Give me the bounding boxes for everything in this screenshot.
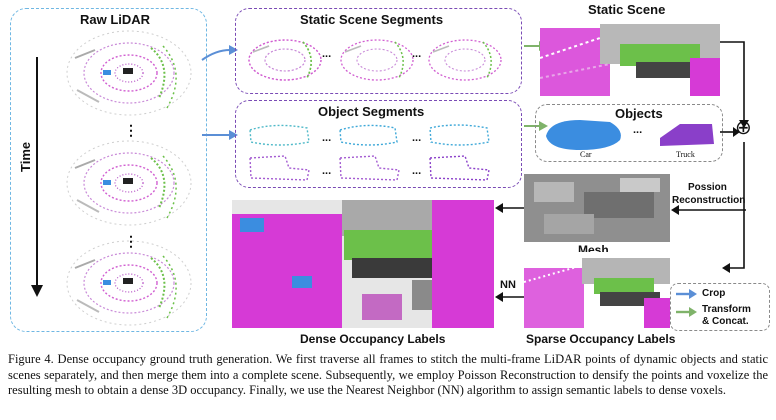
- static-scene-segments-label: Static Scene Segments: [300, 12, 444, 27]
- plus-symbol: ⊕: [735, 117, 752, 139]
- mesh-image: [524, 174, 670, 242]
- obj-seg-ellipsis-2: ...: [412, 132, 422, 144]
- static-scene-segments-box: [235, 8, 522, 94]
- static-seg-ellipsis-1: ...: [322, 48, 332, 60]
- nn-label: NN: [500, 279, 516, 291]
- objects-box: [535, 104, 723, 162]
- sparse-occupancy-image: [524, 252, 670, 328]
- time-axis: [31, 57, 43, 297]
- time-label: Time: [18, 141, 33, 172]
- figure-caption: Figure 4. Dense occupancy ground truth g…: [8, 352, 768, 397]
- dense-occupancy-label: Dense Occupancy Labels: [300, 332, 446, 346]
- legend-transform-label: Transform: [702, 304, 751, 315]
- truck-label: Truck: [676, 150, 695, 159]
- static-scene-label: Static Scene: [588, 2, 666, 17]
- objects-ellipsis: ...: [633, 124, 643, 136]
- crop-arrows: [201, 45, 238, 140]
- lidar-frames: [66, 30, 192, 326]
- legend-transform-arrow: [676, 307, 697, 317]
- objects-image: [546, 120, 714, 150]
- raw-lidar-box: [10, 8, 207, 332]
- legend-crop-label: Crop: [702, 288, 726, 299]
- obj-seg-ellipsis-3: ...: [322, 165, 332, 177]
- merge-connector: [720, 41, 749, 273]
- reconstruction-label: Reconstruction: [672, 195, 746, 206]
- object-segments-box: [235, 100, 522, 188]
- object-segment-thumbs: [249, 124, 490, 181]
- car-label: Car: [580, 150, 592, 159]
- mesh-to-dense-arrow: [495, 203, 524, 213]
- static-scene-segment-thumbs: [248, 39, 502, 81]
- legend-box: [670, 283, 770, 331]
- object-segments-label: Object Segments: [318, 104, 425, 119]
- raw-lidar-label: Raw LiDAR: [80, 12, 151, 27]
- legend-crop-arrow: [676, 289, 697, 299]
- poisson-label: Possion: [688, 182, 727, 193]
- sparse-occupancy-label: Sparse Occupancy Labels: [526, 332, 676, 346]
- lidar-vdots-2: ⋮: [124, 233, 138, 249]
- legend-concat-label: & Concat.: [702, 316, 749, 327]
- poisson-arrow: [671, 205, 746, 215]
- obj-seg-ellipsis-1: ...: [322, 132, 332, 144]
- static-scene-image: [540, 18, 720, 96]
- nn-arrow: [495, 292, 524, 302]
- obj-seg-ellipsis-4: ...: [412, 165, 422, 177]
- static-seg-ellipsis-2: ...: [412, 48, 422, 60]
- dense-occupancy-image: [232, 200, 494, 328]
- lidar-vdots-1: ⋮: [124, 122, 138, 138]
- objects-label: Objects: [615, 106, 663, 121]
